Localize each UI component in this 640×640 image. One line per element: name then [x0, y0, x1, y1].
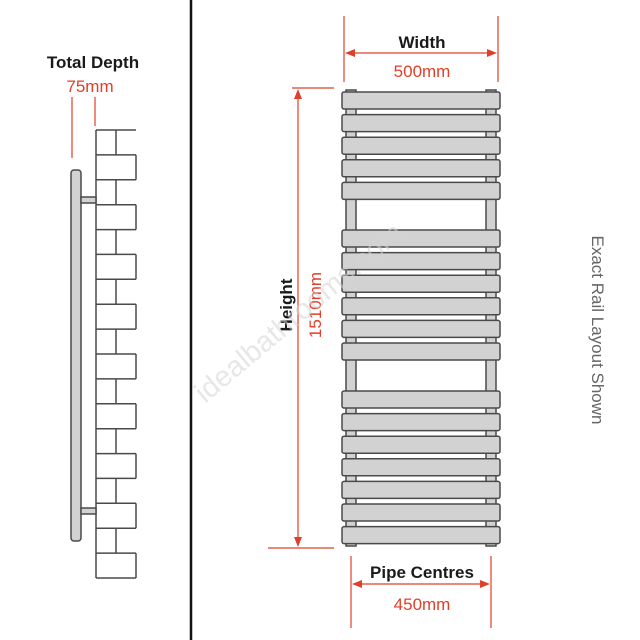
rail-bar [341, 136, 501, 155]
pipe-centres-value: 450mm [394, 595, 451, 614]
width-arrow-left [345, 49, 355, 57]
height-label: Height [277, 278, 296, 331]
wall-bracket-top [80, 196, 97, 204]
front-view: Width 500mm Height 1510mm Pipe Centres 4… [268, 16, 501, 628]
pipe-centres-label: Pipe Centres [370, 563, 474, 582]
rail-bar [341, 159, 501, 178]
width-arrow-right [487, 49, 497, 57]
rail-bar [341, 113, 501, 133]
width-label: Width [398, 33, 445, 52]
rail-bar [341, 229, 501, 248]
width-value: 500mm [394, 62, 451, 81]
exact-rail-layout-note: Exact Rail Layout Shown [588, 236, 607, 425]
rail-bar [341, 181, 501, 201]
rail-bar [341, 297, 501, 316]
pipe-arrow-right [480, 580, 490, 588]
depth-label: Total Depth [47, 53, 139, 72]
rail-bar [341, 251, 501, 271]
pipe-arrow-left [352, 580, 362, 588]
rail-bar [341, 458, 501, 477]
side-view: Total Depth 75mm [47, 53, 139, 579]
rails [341, 91, 501, 545]
rail-bar [341, 274, 501, 293]
height-value: 1510mm [306, 272, 325, 338]
right-upright [485, 89, 497, 547]
rail-bar [341, 435, 501, 454]
rail-bar [341, 480, 501, 500]
rail-bar [341, 91, 501, 110]
height-arrow-bottom [294, 537, 302, 547]
rail-bar [341, 525, 501, 545]
rail-bar [341, 503, 501, 522]
radiator-front [341, 89, 501, 547]
height-arrow-top [294, 89, 302, 99]
radiator-side-profile [70, 169, 82, 542]
depth-value: 75mm [66, 77, 113, 96]
rail-bar [341, 319, 501, 339]
wall-bracket-bottom [80, 507, 97, 515]
brick-wall [95, 129, 137, 579]
rail-bar [341, 342, 501, 361]
rail-bar [341, 412, 501, 432]
left-upright [345, 89, 357, 547]
rail-bar [341, 390, 501, 409]
